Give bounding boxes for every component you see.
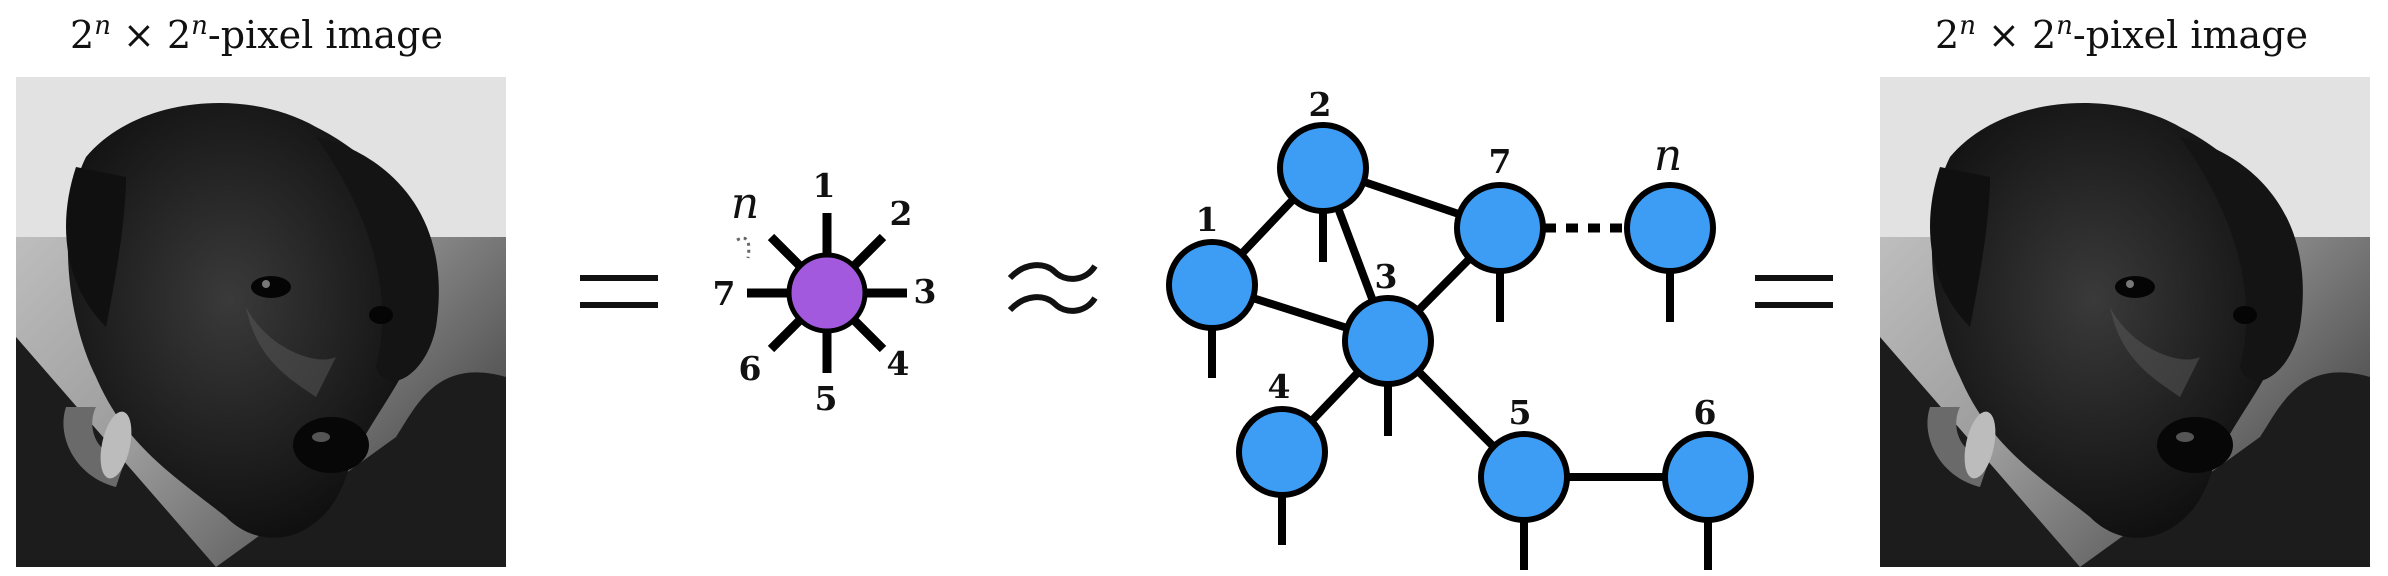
right-image-caption: 2n × 2n-pixel image: [1935, 11, 2308, 57]
node-label-n: n: [1654, 130, 1682, 181]
node-1: [1166, 239, 1258, 331]
node-3: [1342, 295, 1434, 387]
node-label-7: 7: [1489, 142, 1512, 181]
node-2: [1277, 122, 1369, 214]
tensor-node: [786, 252, 868, 334]
label-3: 3: [914, 272, 937, 311]
left-image-group: 2n × 2n-pixel image: [16, 11, 506, 567]
single-tensor: [747, 213, 907, 373]
right-dog-photo: [1880, 77, 2370, 567]
ellipsis-arc: [736, 236, 751, 259]
tensor-network: [1166, 122, 1754, 570]
node-4: [1236, 406, 1328, 498]
node-label-4: 4: [1268, 367, 1291, 406]
node-label-3: 3: [1375, 257, 1398, 296]
node-n: [1624, 182, 1716, 274]
node-label-2: 2: [1309, 85, 1332, 124]
approx-sign: [1007, 262, 1098, 314]
right-image-group: 2n × 2n-pixel image: [1880, 11, 2370, 567]
label-n: n: [731, 178, 759, 229]
label-7: 7: [713, 274, 736, 313]
label-4: 4: [887, 344, 910, 383]
equals-sign-right: [1755, 275, 1833, 308]
label-6: 6: [739, 349, 762, 388]
left-dog-photo: [16, 77, 506, 567]
node-5: [1478, 431, 1570, 523]
left-image-caption: 2n × 2n-pixel image: [70, 11, 443, 57]
network-labels: 1 2 3 4 5 6 7 n: [1196, 85, 1717, 432]
label-1: 1: [813, 166, 836, 205]
node-label-6: 6: [1694, 393, 1717, 432]
node-label-1: 1: [1196, 200, 1219, 239]
node-label-5: 5: [1509, 393, 1532, 432]
single-tensor-labels: 1 2 3 4 5 6 7 n: [713, 166, 937, 418]
label-5: 5: [815, 379, 838, 418]
node-6: [1662, 431, 1754, 523]
node-7: [1454, 182, 1546, 274]
label-2: 2: [890, 194, 913, 233]
equals-sign-left: [580, 275, 658, 308]
